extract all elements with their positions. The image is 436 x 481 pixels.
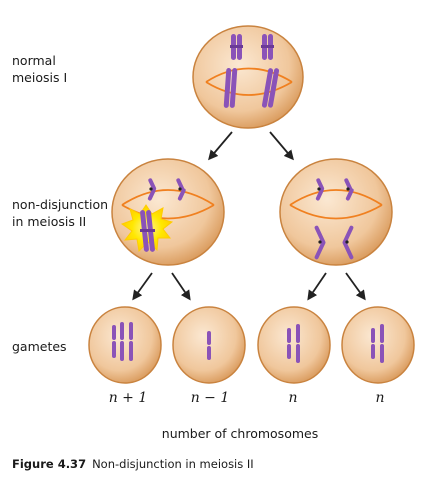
gamete-n-minus-1 — [172, 306, 246, 384]
chromosome — [120, 322, 124, 361]
spindle-fiber — [289, 189, 383, 206]
label-nondisjunction: non-disjunction in meiosis II — [12, 197, 109, 229]
label-normal-meiosis-i: normal meiosis I — [12, 53, 68, 85]
count-label-gamete-1: n + 1 — [108, 390, 148, 406]
arrow — [171, 272, 191, 301]
chromosome — [261, 68, 280, 108]
arrow — [345, 272, 366, 301]
chromosome — [207, 331, 211, 360]
chromosome — [129, 322, 133, 361]
gamete-n-plus-1 — [88, 306, 162, 384]
cell-meiosis-i — [192, 25, 304, 129]
spindle-fiber — [205, 67, 293, 83]
chromosome — [342, 225, 354, 260]
arrow — [208, 131, 233, 161]
chromosome — [140, 210, 155, 252]
count-label-gamete-3: n — [288, 390, 298, 406]
count-label-gamete-2: n − 1 — [190, 390, 230, 406]
chromosome — [371, 328, 375, 359]
spindle-fiber — [205, 81, 293, 96]
chromosome — [261, 34, 274, 60]
figure-caption: Figure 4.37 Non-disjunction in meiosis II — [12, 457, 254, 471]
figure-number: Figure 4.37 — [12, 457, 87, 471]
figure-title: Non-disjunction in meiosis II — [92, 457, 254, 471]
arrow — [307, 272, 327, 301]
chromosome — [287, 328, 291, 359]
gamete-n-1 — [257, 306, 331, 384]
chromosome — [380, 324, 384, 363]
cell-normal-meiosis-ii — [279, 158, 393, 266]
chromosome — [315, 178, 325, 201]
arrow — [269, 131, 294, 161]
chromosome — [344, 178, 354, 201]
chromosome — [112, 325, 116, 358]
count-label-gamete-4: n — [375, 390, 385, 406]
label-gametes: gametes — [12, 339, 67, 354]
spindle-fiber — [289, 204, 383, 220]
arrow — [132, 272, 153, 301]
chromosome — [296, 324, 300, 363]
axis-label: number of chromosomes — [161, 426, 319, 441]
gamete-n-2 — [341, 306, 415, 384]
cell-nondisjunction — [111, 158, 225, 266]
chromosome — [230, 34, 243, 60]
chromosome — [176, 178, 186, 201]
chromosome — [314, 225, 326, 260]
chromosome — [147, 178, 157, 201]
spindle-fiber — [121, 189, 215, 206]
chromosome — [223, 68, 238, 108]
